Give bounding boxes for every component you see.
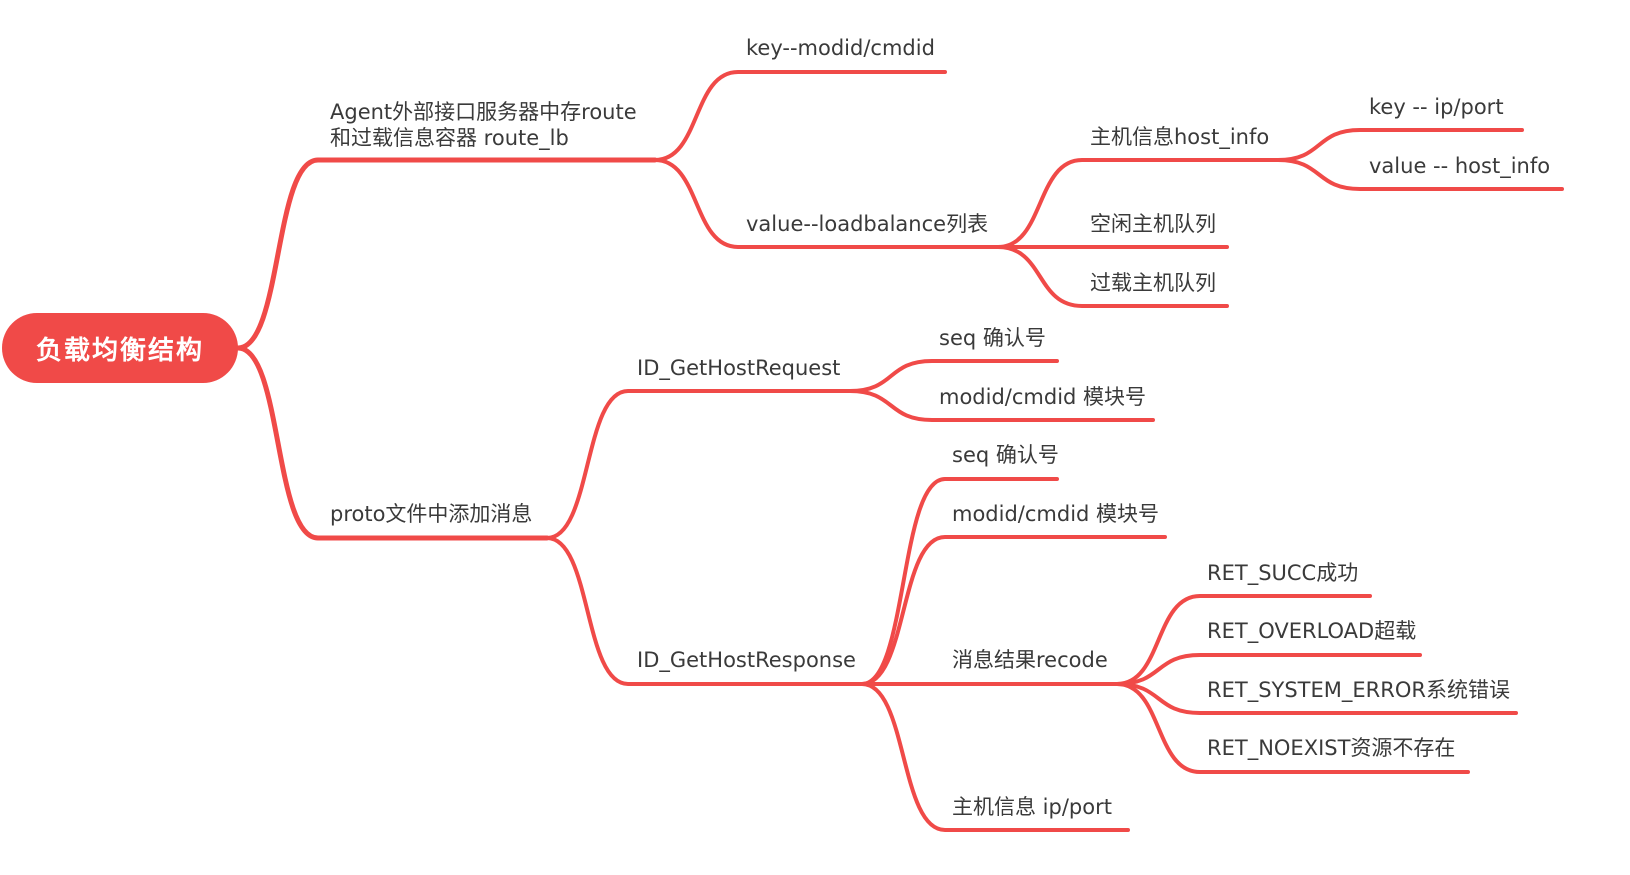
edge-response-modid	[860, 535, 1167, 686]
edge-response-hostip	[860, 682, 1130, 832]
node-get-host-request[interactable]: ID_GetHostRequest	[637, 356, 841, 380]
edge-route-key	[653, 70, 947, 162]
node-host-info[interactable]: 主机信息host_info	[1090, 125, 1270, 149]
node-ret-noexist[interactable]: RET_NOEXIST资源不存在	[1207, 736, 1456, 760]
edge-value-overload	[996, 245, 1229, 308]
node-value-hostinfo[interactable]: value -- host_info	[1369, 154, 1551, 178]
edge-recode-overload	[1115, 653, 1422, 686]
edge-recode-succ	[1115, 594, 1372, 686]
edge-request-seq	[848, 359, 1059, 393]
node-response-recode[interactable]: 消息结果recode	[952, 648, 1108, 672]
node-get-host-response[interactable]: ID_GetHostResponse	[637, 648, 856, 672]
node-key-modid[interactable]: key--modid/cmdid	[746, 36, 935, 60]
node-request-seq[interactable]: seq 确认号	[939, 326, 1046, 350]
edge-root-proto	[235, 345, 550, 541]
edge-hostinfo-key	[1276, 128, 1524, 162]
node-value-loadbalance[interactable]: value--loadbalance列表	[746, 212, 989, 236]
node-response-host-ipport[interactable]: 主机信息 ip/port	[952, 795, 1112, 819]
edge-proto-request	[545, 389, 852, 540]
node-response-modid[interactable]: modid/cmdid 模块号	[952, 502, 1160, 526]
edge-response-seq	[860, 477, 1059, 686]
edge-proto-response	[545, 536, 864, 686]
root-node[interactable]: 负载均衡结构	[2, 313, 238, 383]
node-response-seq[interactable]: seq 确认号	[952, 443, 1059, 467]
node-route-container-line1: Agent外部接口服务器中存route	[330, 100, 637, 124]
edge-root-route	[235, 157, 658, 351]
node-key-ipport[interactable]: key -- ip/port	[1369, 95, 1504, 119]
node-route-container[interactable]: Agent外部接口服务器中存route 和过载信息容器 route_lb	[330, 99, 637, 151]
node-overload-queue[interactable]: 过载主机队列	[1090, 271, 1216, 295]
edge-route-value	[653, 158, 1000, 249]
root-label: 负载均衡结构	[35, 335, 204, 366]
node-proto-messages[interactable]: proto文件中添加消息	[330, 502, 533, 526]
edge-value-hostinfo	[996, 158, 1280, 249]
edge-hostinfo-value	[1276, 158, 1564, 191]
node-ret-succ[interactable]: RET_SUCC成功	[1207, 561, 1359, 585]
node-ret-overload[interactable]: RET_OVERLOAD超载	[1207, 619, 1417, 643]
edge-recode-noexist	[1115, 682, 1470, 774]
node-request-modid[interactable]: modid/cmdid 模块号	[939, 385, 1147, 409]
node-ret-system-error[interactable]: RET_SYSTEM_ERROR系统错误	[1207, 678, 1510, 702]
node-idle-queue[interactable]: 空闲主机队列	[1090, 212, 1216, 236]
edge-recode-syserr	[1115, 682, 1518, 715]
node-route-container-line2: 和过载信息容器 route_lb	[330, 126, 569, 150]
edge-request-modid	[848, 389, 1155, 422]
